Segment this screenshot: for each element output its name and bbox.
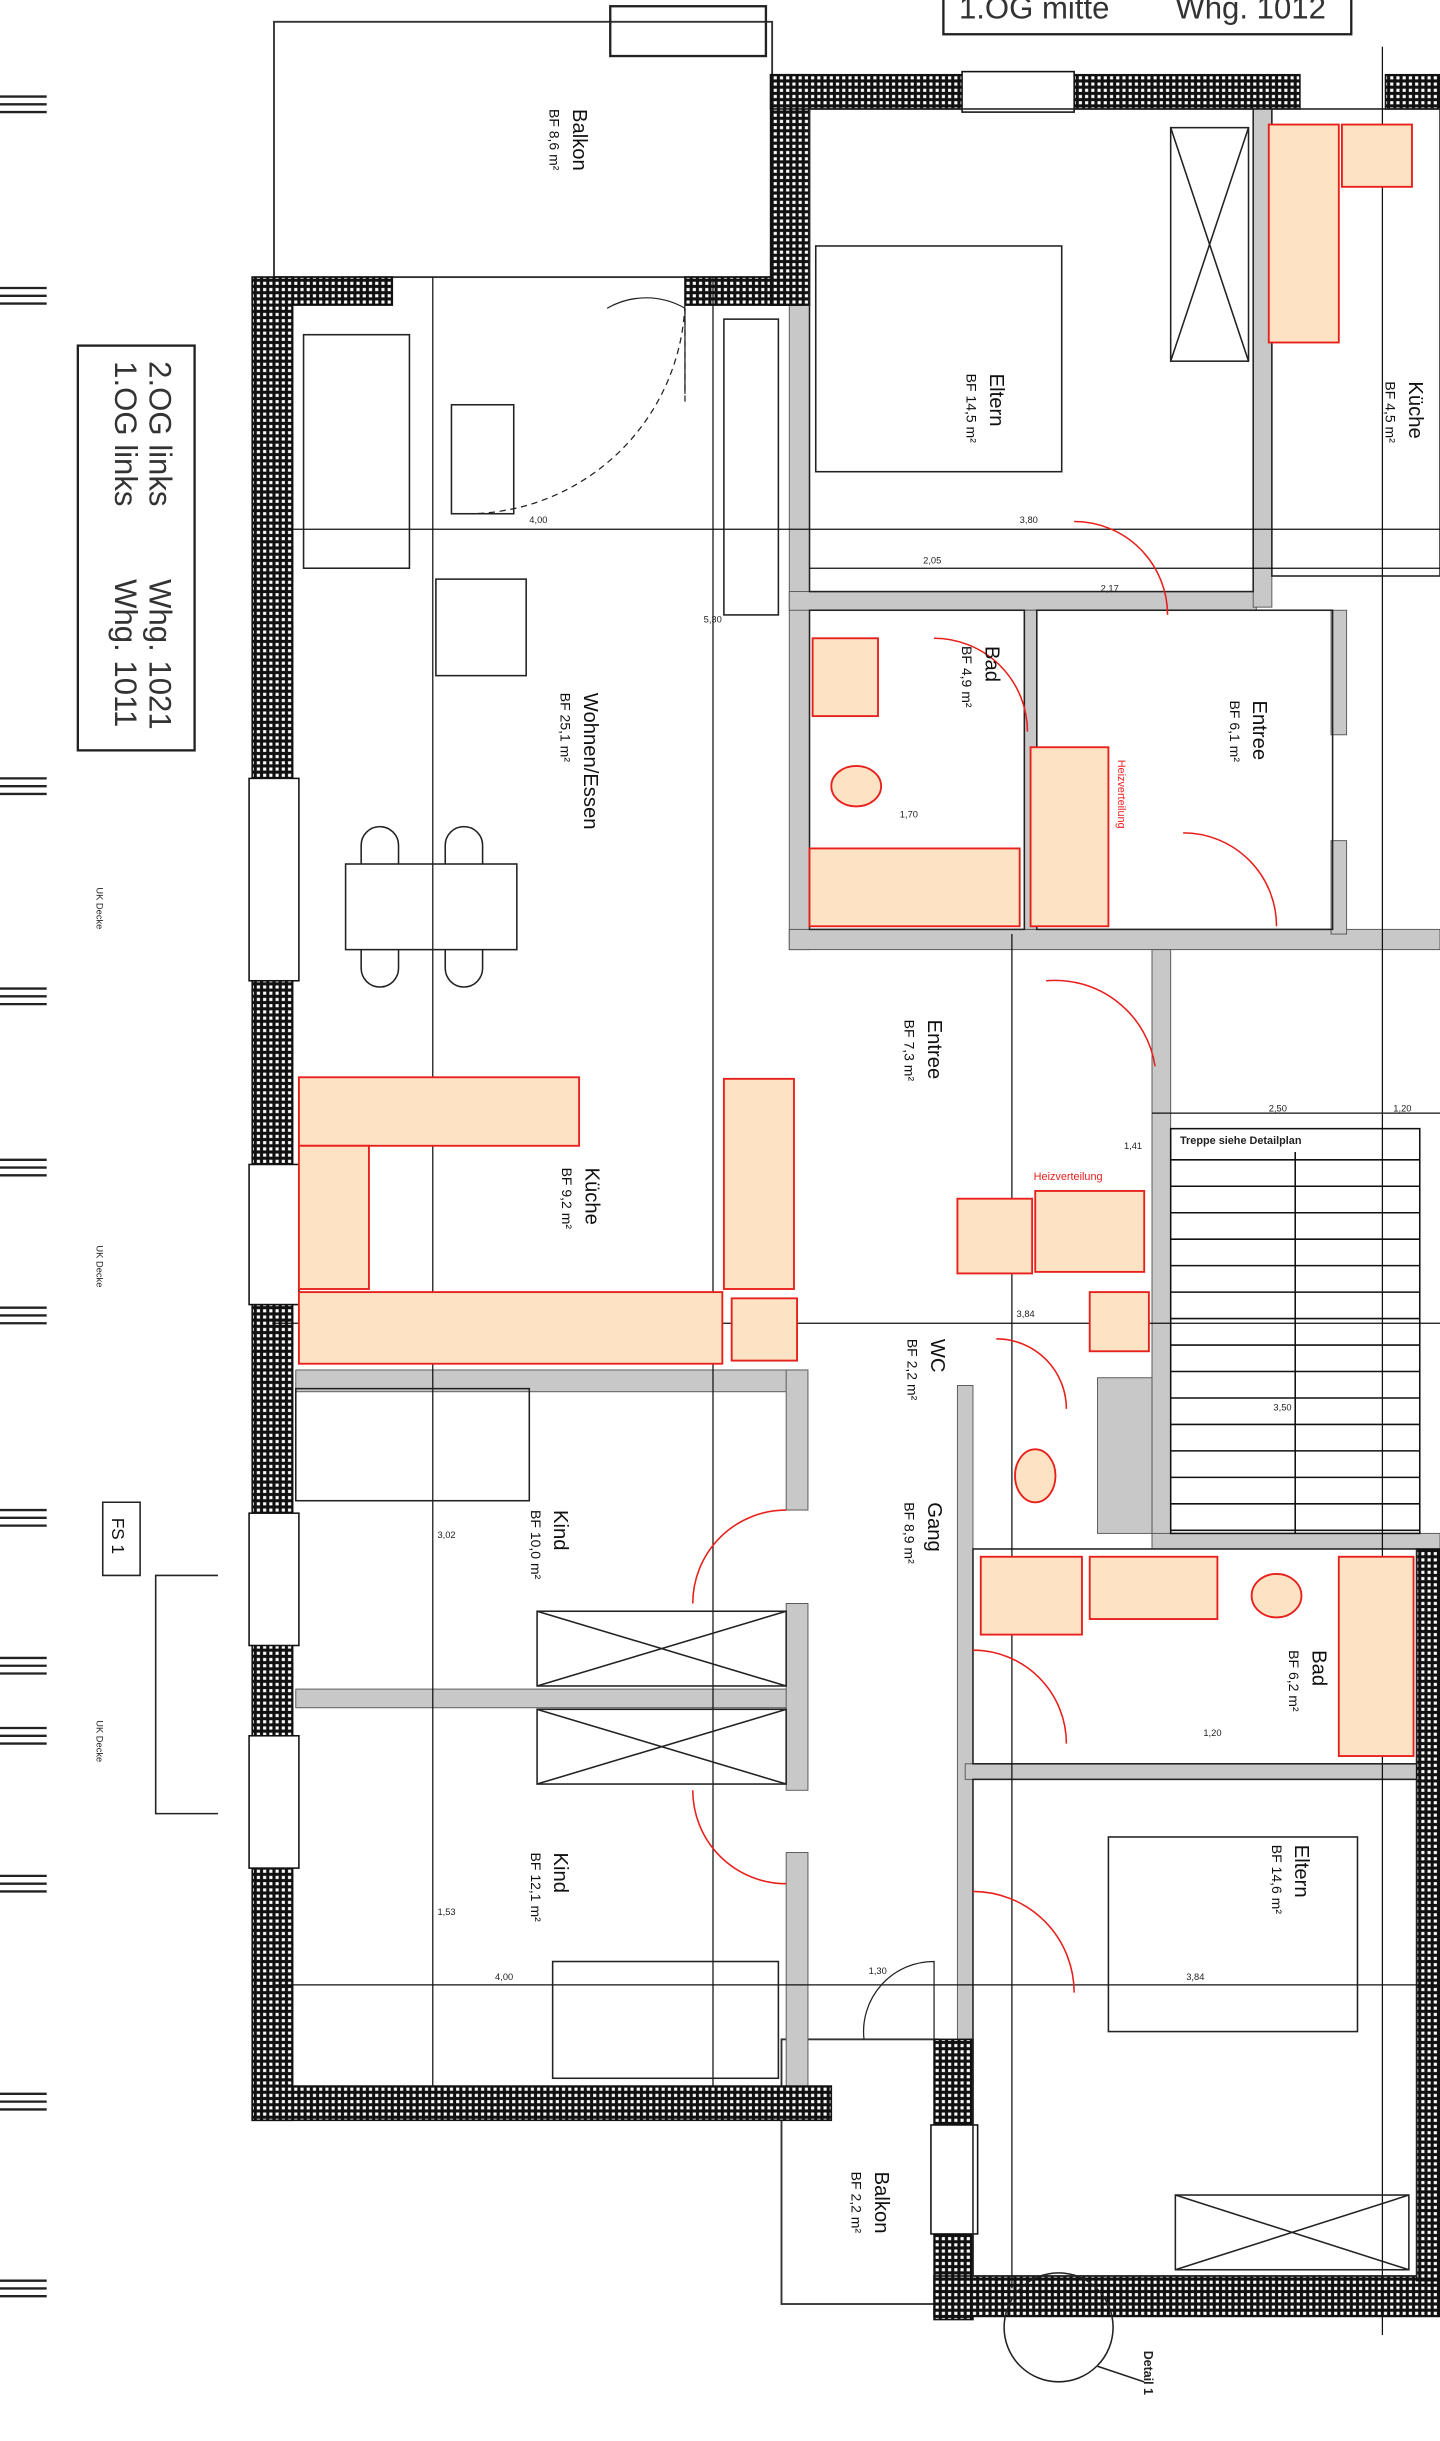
dimension-label: 1,20 bbox=[1203, 1728, 1221, 1738]
room-name: Bad bbox=[980, 646, 1002, 682]
unit-label: Whg. 1012 bbox=[1175, 0, 1326, 26]
unit-label: Whg. 1021 bbox=[142, 579, 177, 730]
room-name: Eltern bbox=[1290, 1845, 1312, 1898]
staircase bbox=[1169, 1127, 1421, 1535]
windows bbox=[248, 70, 1075, 2235]
unit-title-box-left: 2.OG links Whg. 1021 1.OG links Whg. 101… bbox=[76, 344, 196, 752]
dimension-label: 4,00 bbox=[495, 1972, 513, 1982]
room-name: WC bbox=[926, 1339, 948, 1373]
room-area: BF 7,3 m² bbox=[901, 1020, 917, 1082]
dimension-label: 3,84 bbox=[1017, 1309, 1035, 1319]
stair-note: Treppe siehe Detailplan bbox=[1180, 1135, 1301, 1147]
furniture bbox=[295, 126, 1410, 2271]
floor-label: 1.OG links bbox=[108, 361, 143, 506]
dimension-label: 1,20 bbox=[1393, 1104, 1411, 1114]
room-area: BF 2,2 m² bbox=[905, 1339, 921, 1401]
room-name: Eltern bbox=[985, 374, 1007, 427]
dimension-label: 1,53 bbox=[437, 1907, 455, 1917]
unit-label: Whg. 1011 bbox=[108, 579, 143, 727]
fixtures bbox=[297, 123, 1415, 1757]
room-name: Kind bbox=[549, 1510, 571, 1550]
balcony-planter bbox=[609, 5, 768, 58]
heating-note: Heizverteilung bbox=[1034, 1171, 1103, 1183]
margin-ticks bbox=[0, 95, 47, 2298]
dimension-label: 3,84 bbox=[1186, 1972, 1204, 1982]
room-name: Gang bbox=[923, 1502, 945, 1551]
dimension-label: 2,50 bbox=[1269, 1104, 1287, 1114]
room-name: Entree bbox=[1248, 701, 1270, 761]
dimension-label: 2,05 bbox=[923, 556, 941, 566]
room-area: BF 9,2 m² bbox=[559, 1168, 575, 1230]
dimension-label: 1,70 bbox=[900, 809, 918, 819]
dimension-label: 5,30 bbox=[704, 615, 722, 625]
room-name: Balkon bbox=[568, 109, 590, 171]
dimension-label: 3,80 bbox=[1020, 515, 1038, 525]
dimension-label: 4,00 bbox=[529, 515, 547, 525]
floor-label: 2.OG links bbox=[142, 361, 177, 506]
room-area: BF 12,1 m² bbox=[528, 1853, 544, 1923]
balcony-top bbox=[273, 20, 774, 279]
room-area: BF 25,1 m² bbox=[557, 693, 573, 763]
dimension-label: 2,17 bbox=[1101, 584, 1119, 594]
bathtub bbox=[808, 847, 1021, 928]
dimension-label: 1,30 bbox=[869, 1966, 887, 1976]
room-area: BF 2,2 m² bbox=[849, 2172, 865, 2234]
room-name: Entree bbox=[923, 1020, 945, 1080]
section-marker: FS 1 bbox=[101, 1501, 218, 1815]
doors-red bbox=[691, 520, 1278, 1993]
room-name: Balkon bbox=[870, 2172, 892, 2234]
interior-walls bbox=[295, 108, 1440, 2087]
room-name: Kind bbox=[549, 1853, 571, 1893]
room-area: BF 4,9 m² bbox=[959, 646, 975, 708]
detail-label: Detail 1 bbox=[1141, 2351, 1155, 2395]
ceiling-note: UK Decke bbox=[95, 887, 105, 929]
dimension-label: 1,41 bbox=[1124, 1141, 1142, 1151]
room-name: Wohnen/Essen bbox=[579, 693, 601, 830]
floor-label: 1.OG mitte bbox=[959, 0, 1109, 26]
doors bbox=[467, 297, 935, 2040]
section-label: FS 1 bbox=[108, 1518, 127, 1554]
room-area: BF 10,0 m² bbox=[528, 1510, 544, 1580]
room-area: BF 14,5 m² bbox=[964, 374, 980, 444]
ceiling-note: UK Decke bbox=[95, 1720, 105, 1762]
dimension-lines bbox=[272, 46, 1440, 2336]
room-area: BF 6,1 m² bbox=[1227, 701, 1243, 763]
kitchen-counter bbox=[297, 1076, 581, 1147]
unit-title-box-top: 1.OG mitte Whg. 1012 bbox=[942, 0, 1353, 36]
bathtub bbox=[1337, 1555, 1415, 1757]
room-area: BF 6,2 m² bbox=[1286, 1650, 1302, 1712]
room-area: BF 8,9 m² bbox=[901, 1502, 917, 1564]
dimension-label: 3,50 bbox=[1273, 1402, 1291, 1412]
detail-marker: Detail 1 bbox=[1003, 2272, 1155, 2395]
dimension-labels: 4,00 3,80 2,05 2,17 1,70 5,30 4,00 3,50 3,02 1,30… bbox=[437, 515, 1411, 1982]
room-name: Bad bbox=[1307, 1650, 1329, 1686]
room-name: Küche bbox=[580, 1168, 602, 1225]
room-area: BF 8,6 m² bbox=[547, 109, 563, 171]
room-name: Küche bbox=[1404, 381, 1426, 438]
elevation-notes: UK Decke UK Decke UK Decke bbox=[95, 887, 105, 1762]
room-area: BF 4,5 m² bbox=[1383, 381, 1399, 443]
ceiling-note: UK Decke bbox=[95, 1245, 105, 1287]
room-labels: Balkon BF 8,6 m² Eltern BF 14,5 m² Küche BF 4… bbox=[528, 109, 1426, 2234]
room-area: BF 14,6 m² bbox=[1269, 1845, 1285, 1915]
heating-note: Heizverteilung bbox=[1115, 760, 1127, 829]
dimension-label: 3,02 bbox=[437, 1530, 455, 1540]
